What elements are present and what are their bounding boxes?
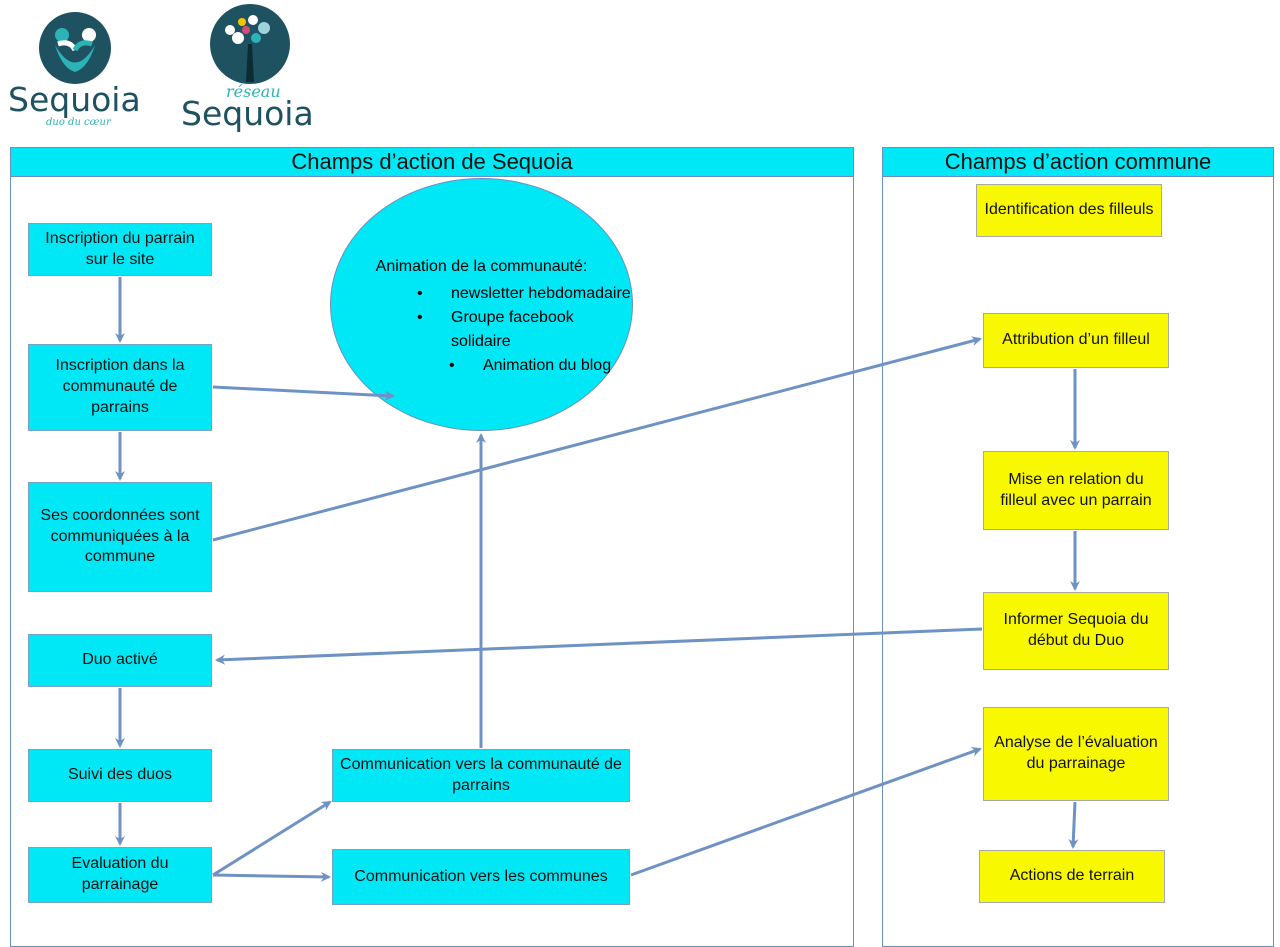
arrow [1068, 801, 1079, 849]
step-suivi-duos: Suivi des duos [28, 749, 212, 802]
logo-left-tagline: duo du cœur [46, 117, 111, 128]
list-item: • Groupe facebook solidaire [417, 306, 632, 354]
step-actions-terrain: Actions de terrain [979, 850, 1165, 903]
communication-communes: Communication vers les communes [332, 849, 630, 905]
community-animation-ellipse: Animation de la communauté: • newsletter … [330, 178, 633, 431]
bullet-icon: • [449, 357, 455, 374]
panel-commune-title: Champs d’action commune [883, 148, 1273, 177]
step-analyse-evaluation: Analyse de l’évaluation du parrainage [983, 707, 1169, 801]
arrow [212, 336, 982, 542]
panel-sequoia-title: Champs d’action de Sequoia [11, 148, 853, 177]
step-identification-filleuls: Identification des filleuls [976, 184, 1162, 237]
panel-sequoia: Champs d’action de Sequoia [10, 147, 854, 947]
tree-icon [210, 4, 290, 84]
arrow [630, 747, 982, 877]
sequoia-heart-icon [39, 12, 111, 84]
bullet-icon: • [417, 285, 423, 302]
arrow [212, 871, 331, 882]
ellipse-item-blog: Animation du blog [483, 357, 612, 374]
panel-commune: Champs d’action commune [882, 147, 1274, 947]
step-inscription-communaute: Inscription dans la communauté de parrai… [28, 344, 212, 431]
logo-left-name: Sequoia [8, 80, 141, 119]
step-inscription-site: Inscription du parrain sur le site [28, 223, 212, 276]
step-duo-active: Duo activé [28, 634, 212, 687]
arrow [212, 385, 395, 401]
communication-parrains: Communication vers la communauté de parr… [332, 749, 630, 802]
bullet-icon: • [417, 309, 423, 326]
step-informer-sequoia: Informer Sequoia du début du Duo [983, 592, 1169, 670]
arrow [215, 627, 983, 665]
ellipse-list: • newsletter hebdomadaire • Groupe faceboo… [411, 282, 632, 378]
logo-right-top: réseau [226, 82, 281, 101]
arrow [212, 800, 332, 877]
step-evaluation-parrainage: Evaluation du parrainage [28, 847, 212, 903]
step-mise-en-relation: Mise en relation du filleul avec un parr… [983, 451, 1169, 530]
ellipse-item-newsletter: newsletter hebdomadaire [451, 285, 631, 302]
step-attribution-filleul: Attribution d’un filleul [983, 313, 1169, 368]
step-coordonnees-commune: Ses coordonnées sont communiquées à la c… [28, 482, 212, 592]
ellipse-item-facebook: Groupe facebook solidaire [451, 309, 574, 350]
ellipse-title: Animation de la communauté: [375, 258, 588, 275]
list-item: • newsletter hebdomadaire [417, 282, 632, 306]
logo-right-name: Sequoia [181, 94, 314, 133]
list-item: • Animation du blog [449, 354, 632, 378]
